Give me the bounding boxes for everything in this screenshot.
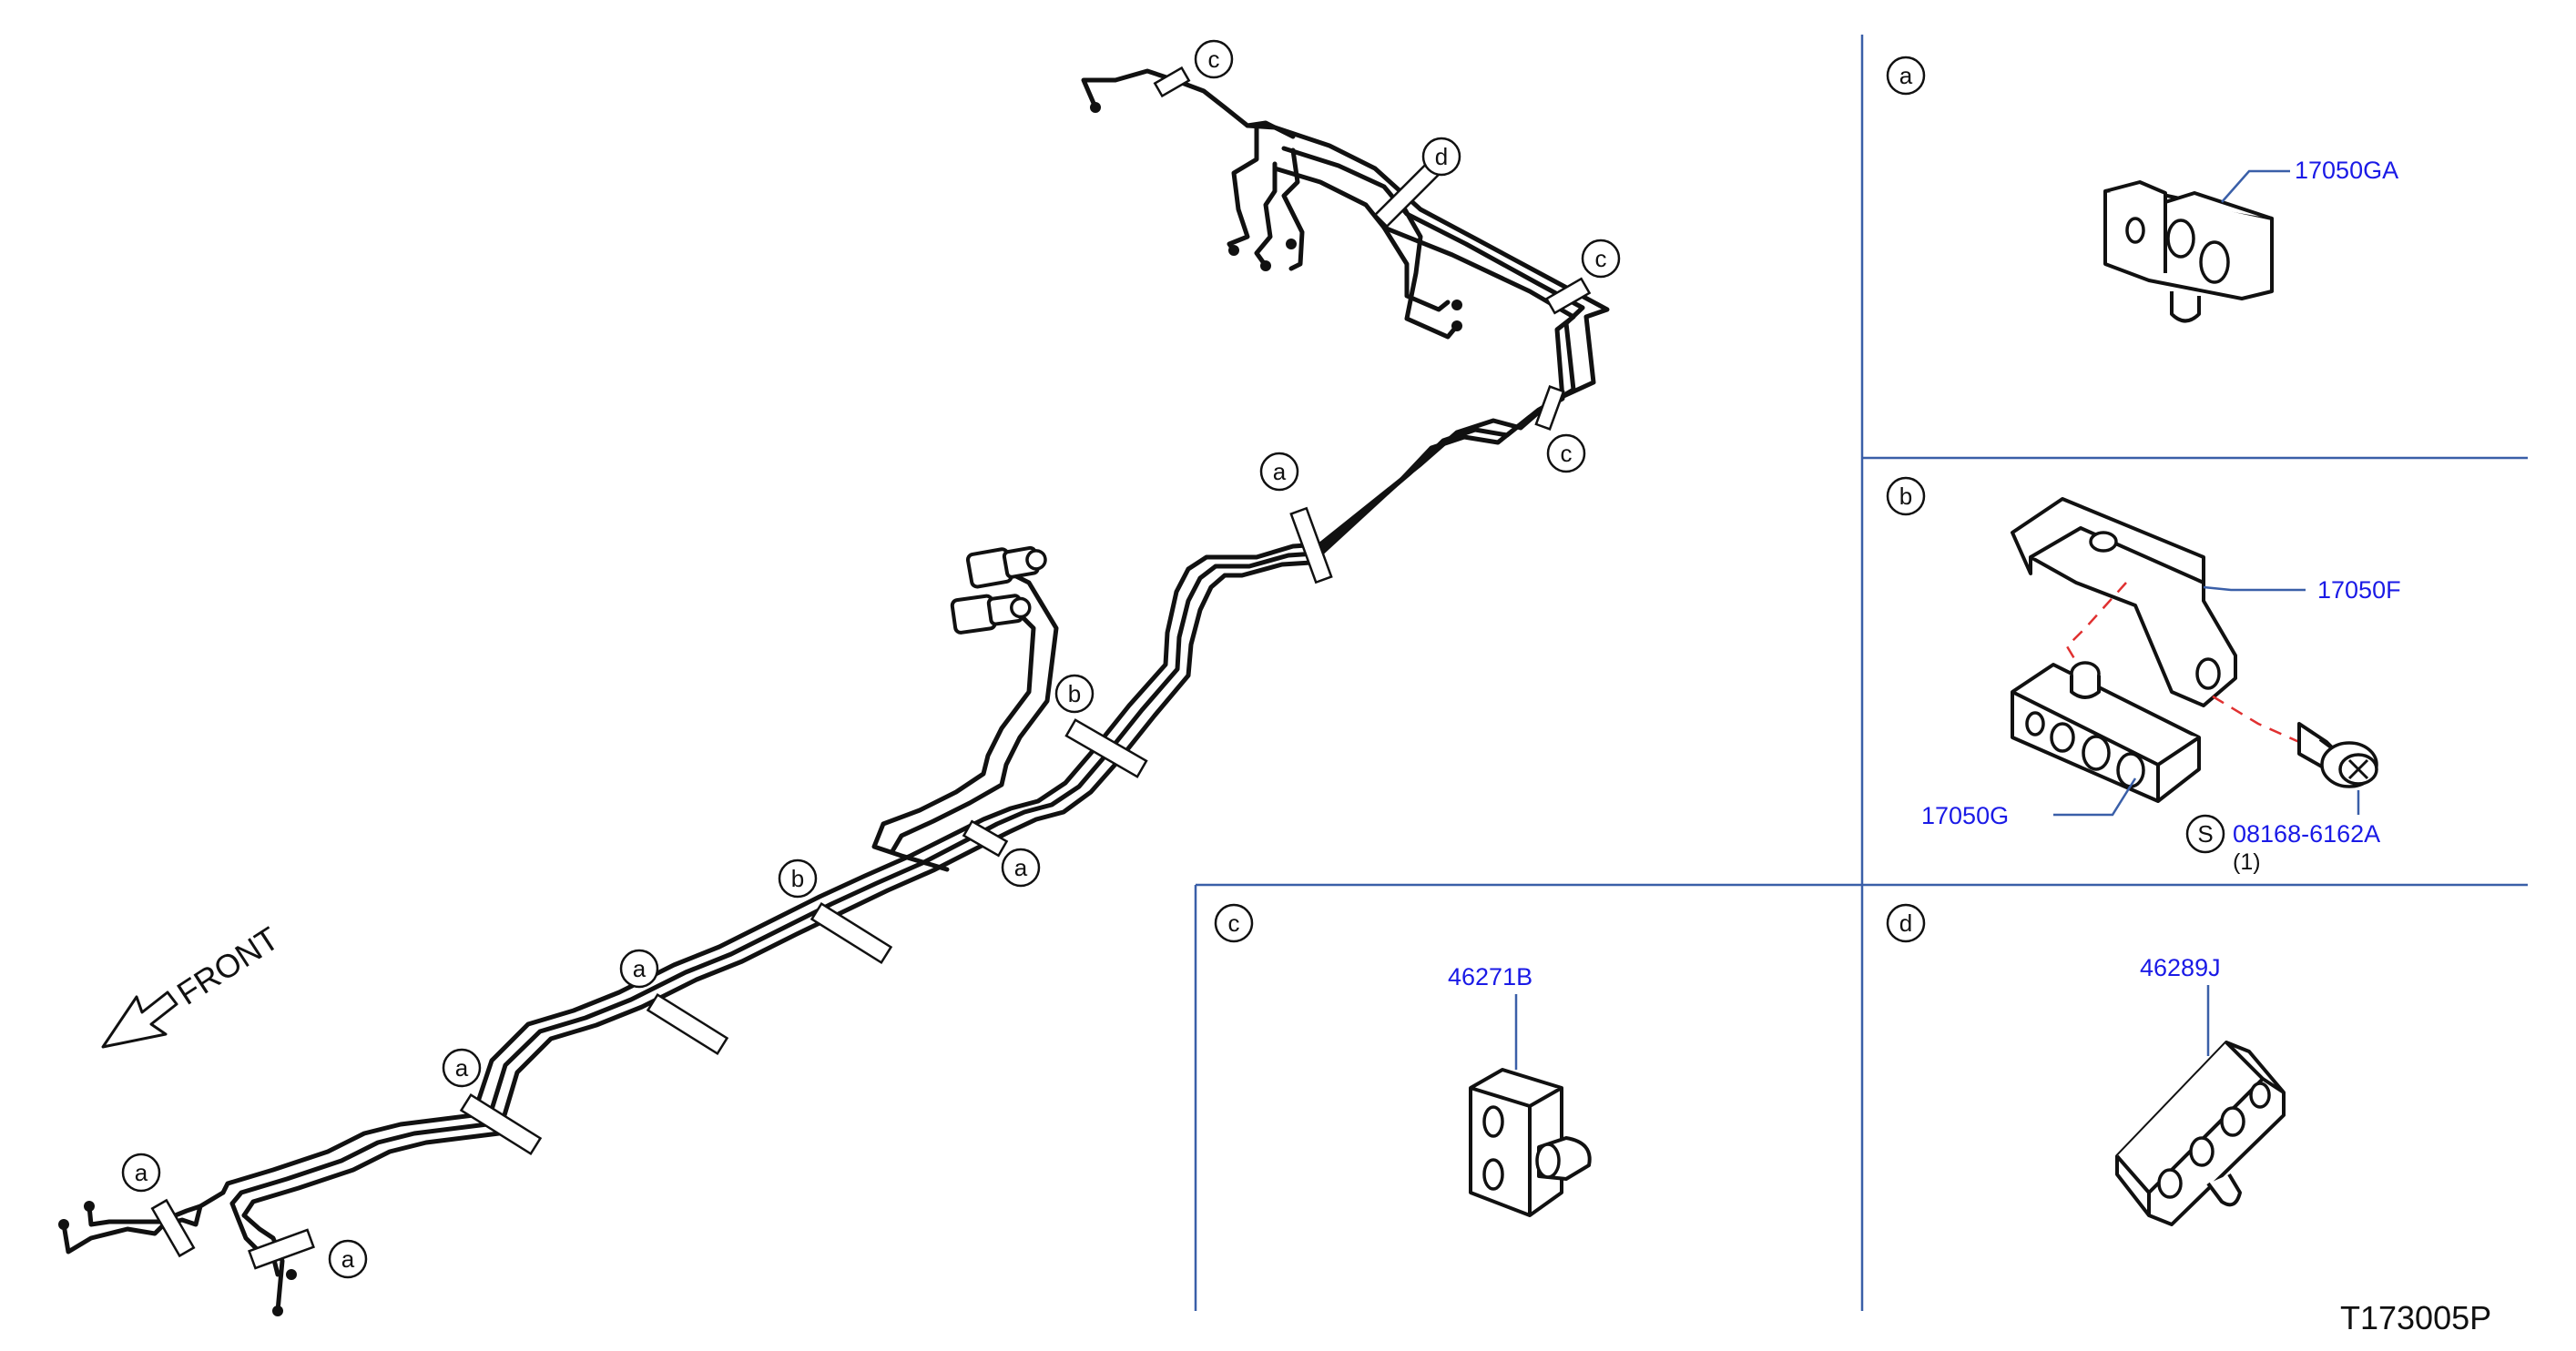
clip-17050ga	[2103, 180, 2274, 323]
clip-46271b	[1469, 1068, 1592, 1217]
callout-c: c	[1194, 39, 1234, 79]
quick-connector-lower	[950, 594, 1032, 635]
tube-filter-line	[871, 603, 1036, 872]
svg-text:c: c	[1595, 245, 1607, 272]
callout-d: d	[1421, 137, 1461, 177]
clip-a-upper	[1289, 506, 1333, 584]
callout-a: a	[1259, 452, 1299, 492]
svg-text:b: b	[1068, 680, 1081, 707]
svg-text:a: a	[1273, 458, 1287, 485]
tube-filter-line-2	[890, 566, 1059, 854]
clip-c-lower	[1534, 384, 1565, 432]
detail-panel-d: d 46289J	[1886, 903, 2286, 1226]
svg-text:a: a	[341, 1245, 355, 1273]
svg-text:a: a	[633, 955, 647, 982]
callout-c: c	[1581, 239, 1621, 279]
detail-panel-c: c 46271B	[1214, 903, 1592, 1217]
callout-b: b	[778, 858, 818, 899]
callout-a: a	[121, 1153, 161, 1193]
clip-a-bottom	[248, 1228, 315, 1270]
front-direction-indicator: FRONT	[101, 919, 285, 1049]
tube-rear-loop-2	[1254, 161, 1278, 269]
bolt-quantity: (1)	[2233, 849, 2261, 875]
callout-a: a	[1001, 848, 1041, 888]
tube-end-cap	[1286, 239, 1297, 249]
tube-end-cap	[1260, 260, 1271, 271]
clip-c-right	[1544, 277, 1592, 315]
svg-text:c: c	[1228, 909, 1240, 937]
svg-text:a: a	[1899, 62, 1913, 89]
block-17050g	[2011, 661, 2201, 803]
part-number-46289j: 46289J	[2140, 954, 2221, 981]
svg-text:a: a	[1014, 854, 1028, 881]
callout-b: b	[1054, 674, 1095, 714]
callout-c: c	[1546, 433, 1586, 473]
front-arrow-icon	[101, 990, 178, 1049]
callout-a: a	[619, 949, 659, 989]
tube-front-end-4	[87, 1204, 203, 1227]
svg-text:a: a	[455, 1054, 469, 1082]
tube-front-end-1	[61, 1190, 226, 1254]
panel-c-callout: c	[1214, 903, 1254, 943]
fuel-tube-assembly	[61, 68, 1610, 1314]
panel-d-callout: d	[1886, 903, 1926, 943]
tube-upper-1	[220, 123, 1610, 1195]
clip-b-upper	[1064, 718, 1148, 778]
panel-dividers	[1194, 35, 2528, 1311]
tube-end-cap	[272, 1305, 283, 1316]
part-number-46271b: 46271B	[1448, 963, 1532, 990]
service-symbol: S	[2185, 814, 2225, 854]
tube-clips	[150, 66, 1592, 1270]
tube-upper-3	[241, 166, 1576, 1218]
tube-end-cap	[1451, 320, 1462, 331]
svg-text:c: c	[1561, 440, 1573, 467]
panel-a-callout: a	[1886, 56, 1926, 96]
quick-connectors	[950, 545, 1047, 635]
front-label: FRONT	[170, 919, 285, 1012]
detail-panel-b: b 17050F 17050G	[1886, 476, 2401, 875]
tube-end-cap	[58, 1219, 69, 1230]
tube-end-cap	[1451, 300, 1462, 310]
quick-connector-upper	[965, 545, 1047, 589]
svg-text:d: d	[1899, 909, 1912, 937]
bolt-08168-6162a	[2297, 722, 2378, 788]
diagram-reference-code: T173005P	[2340, 1299, 2491, 1336]
clip-46289j	[2115, 1041, 2286, 1226]
svg-text:d: d	[1435, 143, 1448, 170]
tube-end-cap	[84, 1201, 95, 1212]
part-number-17050g: 17050G	[1921, 802, 2009, 829]
svg-text:a: a	[135, 1159, 148, 1186]
callout-a: a	[442, 1048, 482, 1088]
tube-rear-branch-2	[1381, 225, 1451, 312]
svg-text:b: b	[791, 865, 804, 892]
part-number-08168-6162a: 08168-6162A	[2233, 820, 2380, 848]
clip-a-center	[646, 992, 729, 1056]
clip-c-top	[1153, 66, 1191, 98]
bracket-17050f	[2011, 497, 2237, 707]
clip-a-mid	[962, 819, 1009, 858]
svg-text:c: c	[1208, 46, 1220, 73]
svg-text:S: S	[2197, 820, 2213, 848]
callout-a: a	[328, 1239, 368, 1279]
main-callouts: c d c c a b a b a a a a	[121, 39, 1621, 1279]
tube-rear-loop-1	[1227, 125, 1259, 253]
tube-rear-loop-3	[1281, 147, 1305, 271]
tube-front-end-3	[241, 1213, 285, 1314]
detail-panel-a: a 17050GA	[1886, 56, 2398, 323]
clip-a-left	[459, 1092, 543, 1156]
part-number-17050f: 17050F	[2317, 576, 2401, 604]
svg-text:b: b	[1899, 482, 1912, 510]
tube-end-cap	[286, 1269, 297, 1280]
tube-end-cap	[1090, 102, 1101, 113]
clip-a-front	[150, 1198, 196, 1258]
tube-end-cap	[1228, 245, 1239, 256]
clip-b-lower	[809, 901, 893, 965]
tube-upper-2	[229, 146, 1585, 1206]
panel-b-callout: b	[1886, 476, 1926, 516]
part-number-17050ga: 17050GA	[2295, 157, 2398, 184]
tube-end-caps	[58, 102, 1462, 1316]
